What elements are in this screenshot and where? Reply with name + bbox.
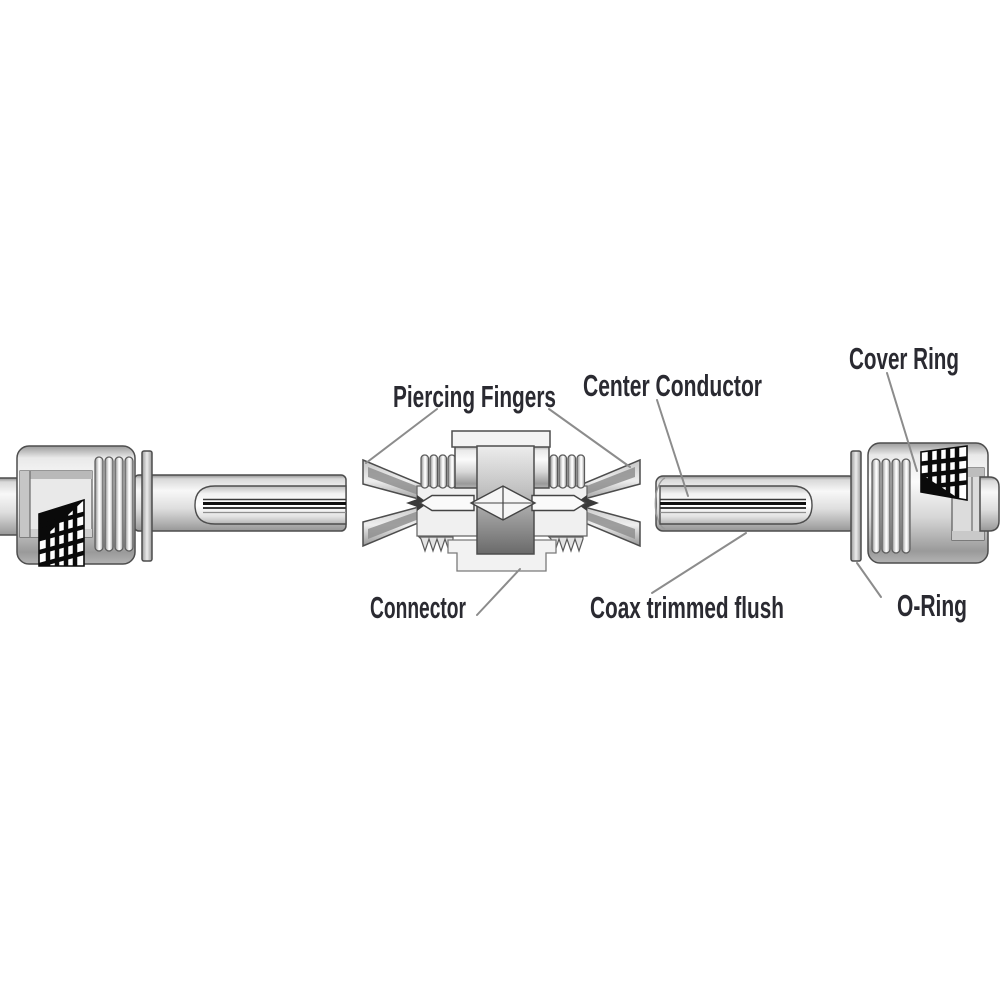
right-center-conductor [659, 485, 813, 525]
right-cable-exit [979, 476, 1000, 532]
leader-lines [365, 372, 918, 616]
labels: Piercing Fingers Center Conductor Cover … [370, 341, 967, 625]
connector-top-flange [451, 430, 551, 448]
connector-ribs-right [549, 454, 586, 489]
left-threads [94, 456, 134, 552]
leader-connector [476, 568, 521, 616]
right-cable-assembly [654, 442, 1000, 564]
leader-coax-trimmed-flush [651, 532, 747, 594]
label-coax-trimmed-flush: Coax trimmed flush [590, 590, 784, 625]
cover-ring-threads [871, 458, 911, 554]
label-center-conductor: Center Conductor [583, 368, 762, 403]
leader-piercing-fingers-right [548, 408, 631, 468]
leader-o-ring [856, 562, 882, 598]
left-cable-assembly [0, 445, 347, 567]
right-cable-cut-face [654, 477, 666, 530]
label-connector: Connector [370, 590, 466, 625]
leader-center-conductor [656, 399, 689, 497]
label-cover-ring: Cover Ring [849, 341, 959, 376]
o-ring-washer [850, 450, 862, 562]
center-connector [362, 430, 641, 572]
left-center-conductor [194, 485, 347, 525]
leader-cover-ring [886, 372, 918, 472]
connector-center-pin [406, 485, 599, 521]
label-piercing-fingers: Piercing Fingers [393, 379, 556, 414]
connector-ribs-left [420, 454, 457, 489]
connector-thread-teeth-left [417, 536, 454, 553]
left-o-ring-washer [141, 450, 153, 562]
label-o-ring: O-Ring [897, 588, 967, 623]
leader-piercing-fingers-left [365, 408, 438, 464]
cover-ring-knurl [920, 445, 968, 501]
